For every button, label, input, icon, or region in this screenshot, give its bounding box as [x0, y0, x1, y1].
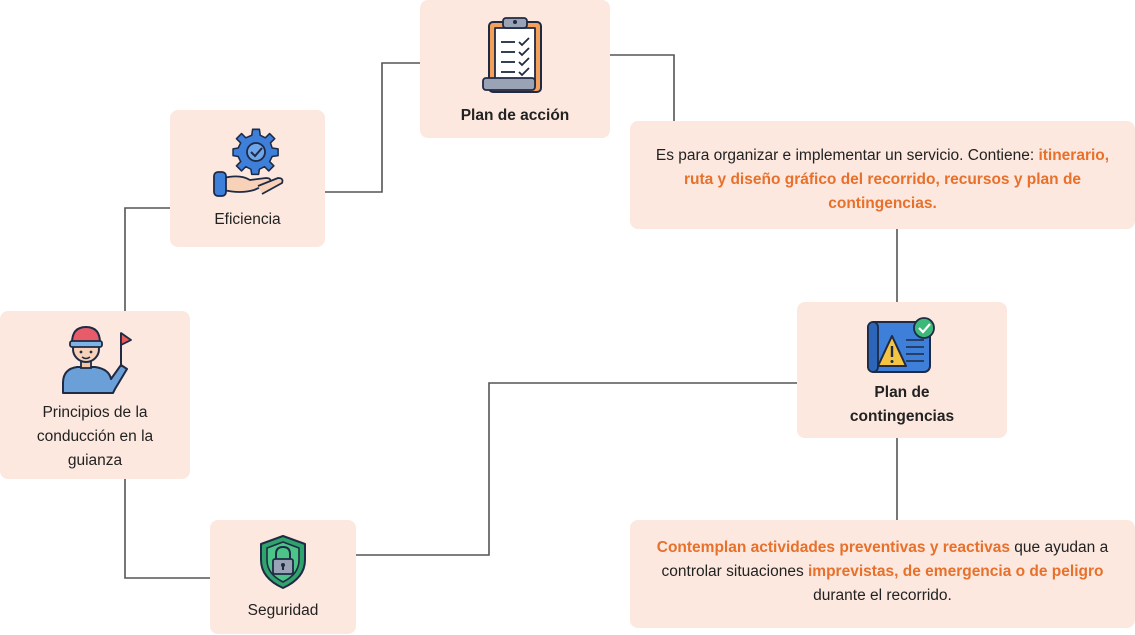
description-contingencias-highlight-1: Contemplan actividades preventivas y rea… — [656, 539, 1010, 556]
connector-plan-accion-description — [610, 54, 675, 121]
tour-guide-flag-icon — [62, 326, 132, 394]
description-plan-accion-highlight-3: contingencias. — [828, 195, 937, 212]
description-plan-contingencias: Contemplan actividades preventivas y rea… — [630, 520, 1135, 628]
description-contingencias-text-2: controlar situaciones — [661, 563, 808, 580]
description-contingencias-text-3: durante el recorrido. — [813, 587, 952, 604]
node-principios-label: Principios de la conducción en la guianz… — [36, 404, 154, 469]
node-principios[interactable]: Principios de la conducción en la guianz… — [0, 311, 190, 479]
node-plan-accion[interactable]: Plan de acción — [420, 0, 610, 138]
node-eficiencia[interactable]: Eficiencia — [170, 110, 325, 247]
description-plan-accion-text: Es para organizar e implementar un servi… — [655, 147, 1039, 164]
node-plan-contingencias-label: Plan de contingencias — [849, 384, 955, 425]
node-seguridad[interactable]: Seguridad — [210, 520, 356, 634]
description-plan-accion-highlight-1: itinerario, — [1038, 147, 1110, 164]
connector-principios-eficiencia — [124, 207, 170, 311]
description-plan-accion: Es para organizar e implementar un servi… — [630, 121, 1135, 229]
warning-blueprint-icon — [867, 317, 935, 373]
connector-seguridad-plan-contingencias — [356, 382, 797, 556]
hand-gear-icon — [212, 128, 283, 197]
shield-lock-icon — [260, 535, 306, 589]
clipboard-checklist-icon — [482, 17, 542, 93]
node-plan-contingencias[interactable]: Plan de contingencias — [797, 302, 1007, 438]
description-contingencias-highlight-2: imprevistas, de emergencia o de peligro — [808, 563, 1104, 580]
node-plan-accion-label: Plan de acción — [460, 107, 570, 124]
connector-principios-seguridad — [124, 479, 210, 579]
connector-eficiencia-plan-accion — [325, 62, 420, 193]
node-seguridad-label: Seguridad — [247, 602, 319, 619]
node-eficiencia-label: Eficiencia — [214, 211, 281, 228]
description-contingencias-text-1: que ayudan a — [1009, 539, 1109, 556]
description-plan-accion-highlight-2: ruta y diseño gráfico del recorrido, rec… — [683, 171, 1082, 188]
